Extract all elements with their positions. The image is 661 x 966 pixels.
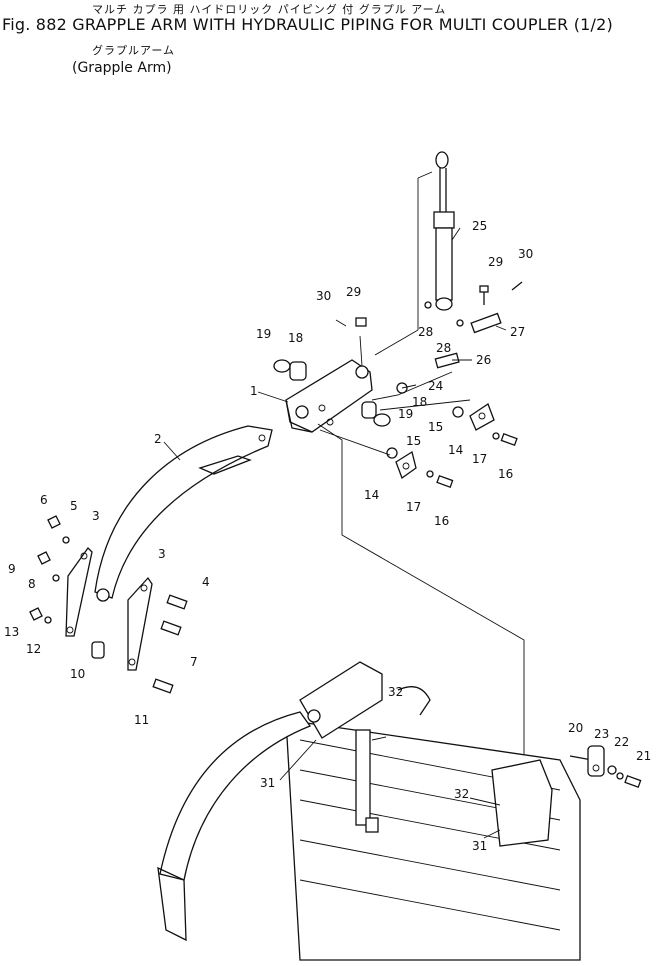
callout-14: 14 (448, 443, 463, 457)
callout-32: 32 (388, 685, 403, 699)
callout-22: 22 (614, 735, 629, 749)
callout-23: 23 (594, 727, 609, 741)
hydraulic-cylinder (374, 151, 455, 356)
callout-27: 27 (510, 325, 525, 339)
callout-3: 3 (92, 509, 100, 523)
nuts-and-washers (29, 515, 188, 694)
pin-and-hardware-right (569, 745, 642, 788)
callout-4: 4 (202, 575, 210, 589)
bracket (285, 317, 373, 433)
callout-7: 7 (190, 655, 198, 669)
callout-24: 24 (428, 379, 443, 393)
japanese-title: マルチ カプラ 用 ハイドロリック パイピング 付 グラプル アーム (92, 3, 447, 16)
callout-9: 9 (8, 562, 16, 576)
callout-29: 29 (488, 255, 503, 269)
callout-2: 2 (154, 432, 162, 446)
callout-18: 18 (288, 331, 303, 345)
callout-10: 10 (70, 667, 85, 681)
link-plates (65, 546, 153, 671)
callout-14: 14 (364, 488, 379, 502)
callout-17: 17 (406, 500, 421, 514)
callout-6: 6 (40, 493, 48, 507)
callout-15: 15 (406, 434, 421, 448)
bushings-and-rings (273, 359, 408, 459)
callout-16: 16 (498, 467, 513, 481)
callout-19: 19 (398, 407, 413, 421)
english-subtitle: (Grapple Arm) (72, 60, 172, 76)
callout-30: 30 (316, 289, 331, 303)
callout-20: 20 (568, 721, 583, 735)
callout-25: 25 (472, 219, 487, 233)
callout-1: 1 (250, 384, 258, 398)
callout-15: 15 (428, 420, 443, 434)
callout-12: 12 (26, 642, 41, 656)
callout-13: 13 (4, 625, 19, 639)
grapple-arm (94, 425, 273, 602)
japanese-subtitle: グラプルアーム (92, 44, 176, 57)
coupler-assembly (157, 661, 581, 961)
callout-11: 11 (134, 713, 149, 727)
callout-26: 26 (476, 353, 491, 367)
callout-5: 5 (70, 499, 78, 513)
callout-32: 32 (454, 787, 469, 801)
plates-and-bolts (395, 403, 518, 488)
callout-31: 31 (260, 776, 275, 790)
callout-29: 29 (346, 285, 361, 299)
callout-3: 3 (158, 547, 166, 561)
callout-8: 8 (28, 577, 36, 591)
callout-31: 31 (472, 839, 487, 853)
hydraulic-hose-lines (317, 371, 525, 760)
callout-19: 19 (256, 327, 271, 341)
header: マルチ カプラ 用 ハイドロリック パイピング 付 グラプル アーム Fig. … (0, 0, 661, 90)
callout-28: 28 (418, 325, 433, 339)
callout-28: 28 (436, 341, 451, 355)
figure-title: Fig. 882 GRAPPLE ARM WITH HYDRAULIC PIPI… (2, 15, 613, 34)
callout-labels: 1 2 3 3 4 5 6 7 8 9 10 11 12 13 14 14 15… (4, 219, 651, 853)
callout-16: 16 (434, 514, 449, 528)
callout-21: 21 (636, 749, 651, 763)
callout-30: 30 (518, 247, 533, 261)
leader-lines (163, 227, 507, 839)
pin-assembly-top (424, 281, 523, 369)
callout-17: 17 (472, 452, 487, 466)
callout-18: 18 (412, 395, 427, 409)
